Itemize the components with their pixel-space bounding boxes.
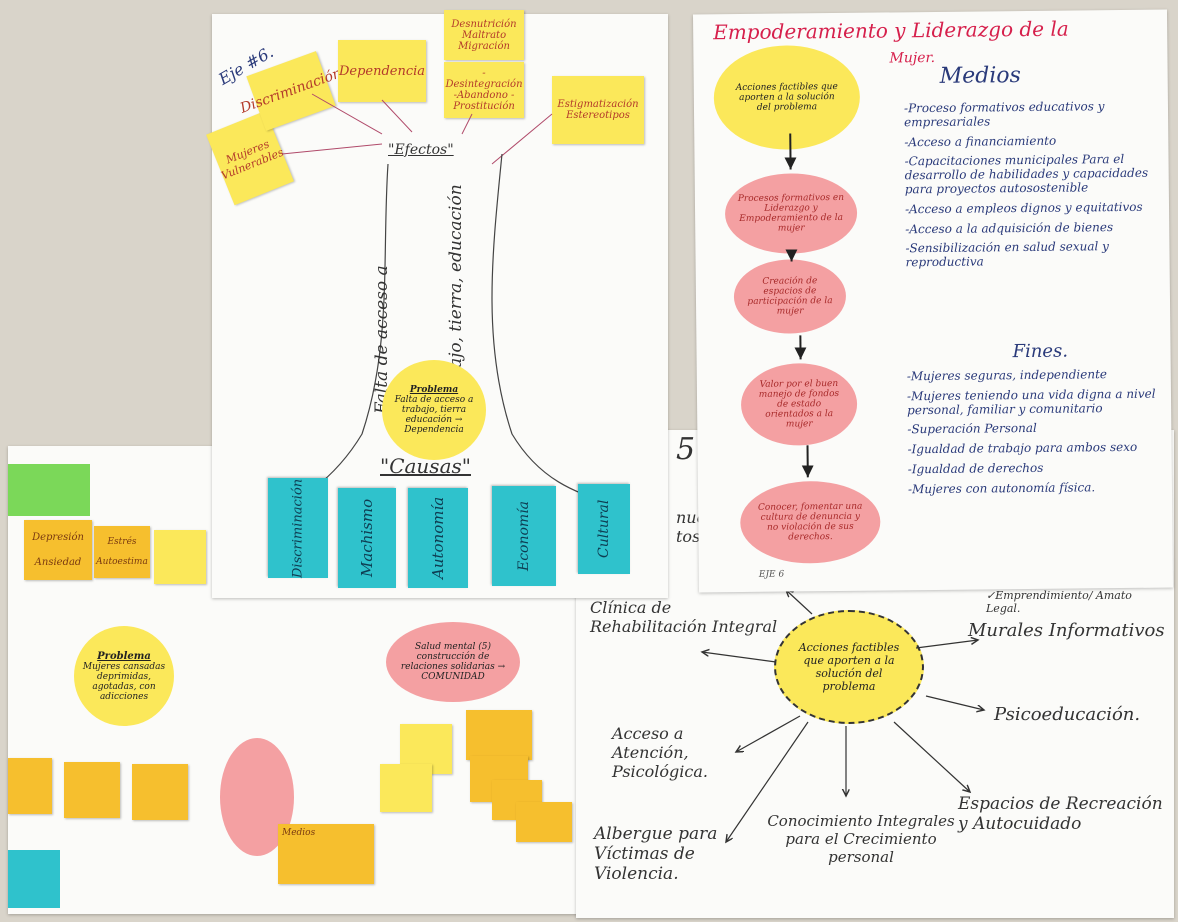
poster-title-cont: Mujer. <box>889 49 936 67</box>
empowerment-cloud: Acciones factibles que aporten a la solu… <box>713 44 861 151</box>
branch-albergue: Albergue para Víctimas de Violencia. <box>594 824 718 884</box>
sticky-note <box>8 758 52 814</box>
cyan-sticky-note <box>8 850 60 908</box>
flow-step-2: Creación de espacios de participación de… <box>733 258 847 335</box>
sticky-note <box>380 764 432 812</box>
salud-mental-bubble: Salud mental (5) construcción de relacio… <box>386 622 520 702</box>
tree-problem-bubble: Problema Falta de acceso a trabajo, tier… <box>382 360 486 460</box>
sticky-note <box>516 802 572 842</box>
medios-item: -Proceso formativos educativos y empresa… <box>903 99 1105 130</box>
fines-item: -Mujeres teniendo una vida digna a nivel… <box>906 386 1156 417</box>
fines-heading: Fines. <box>1012 340 1069 363</box>
cause-note-cultural: Cultural <box>578 484 630 574</box>
effect-note-desintegracion: -Desintegración -Abandono -Prostitución <box>444 62 524 118</box>
sticky-note <box>64 762 120 818</box>
fines-list: -Mujeres seguras, independiente -Mujeres… <box>906 367 1164 503</box>
branch-psicoeducacion: Psicoeducación. <box>994 704 1141 725</box>
sticky-note <box>132 764 188 820</box>
fines-item: -Igualdad de trabajo para ambos sexo <box>907 440 1138 457</box>
branch-clinica: Clínica de Rehabilitación Integral <box>590 598 778 636</box>
fines-item: -Superación Personal <box>907 421 1037 437</box>
effect-note-desnutricion: Desnutrición Maltrato Migración <box>444 10 524 60</box>
medios-item: -Acceso a la adquisición de bienes <box>905 219 1114 236</box>
branch-acceso-atencion: Acceso a Atención, Psicológica. <box>612 724 708 781</box>
branch-espacios: Espacios de Recreación y Autocuidado <box>958 794 1163 834</box>
medios-item: -Acceso a financiamiento <box>904 133 1057 149</box>
empowerment-poster: Empoderamiento y Liderazgo de la Mujer. … <box>692 9 1174 593</box>
cause-note-economia: Economía <box>492 486 556 586</box>
medios-heading: Medios <box>939 63 1021 89</box>
flow-step-4: Conocer, fomentar una cultura de denunci… <box>739 480 881 565</box>
causas-label: "Causas" <box>380 454 471 478</box>
branch-conocimiento: Conocimiento Integrales para el Crecimie… <box>767 812 955 866</box>
flow-step-1: Procesos formativos en Liderazgo y Empod… <box>724 172 858 255</box>
effect-note-estigmatizacion: Estigmatización Estereotipos <box>552 76 644 144</box>
sticky-note <box>154 530 206 584</box>
medios-item: -Capacitaciones municipales Para el desa… <box>904 152 1149 197</box>
fines-item: -Mujeres seguras, independiente <box>906 367 1108 384</box>
fines-item: -Igualdad de derechos <box>907 460 1044 477</box>
medios-item: -Sensibilización en salud sexual y repro… <box>905 239 1109 270</box>
fines-item: -Mujeres con autonomía física. <box>907 480 1096 497</box>
green-sticky-note <box>8 464 90 516</box>
branch-murales: Murales Informativos <box>968 620 1165 641</box>
left-problem-bubble: Problema Mujeres cansadas deprimidas, ag… <box>74 626 174 726</box>
efectos-label: "Efectos" <box>388 142 454 158</box>
poster-footer: EJE 6 <box>758 569 785 580</box>
cause-note-autonomia: Autonomía <box>408 488 468 588</box>
sticky-note <box>466 710 532 760</box>
tree-poster: Eje #6. Mujeres Vulnerables Discriminaci… <box>206 10 668 598</box>
sticky-note-medios: Medios <box>278 824 374 884</box>
poster-title: Empoderamiento y Liderazgo de la <box>713 16 1069 45</box>
flow-step-3: Valor por el buen manejo de fondos de es… <box>740 362 858 447</box>
mindmap-center-cloud: Acciones factibles que aporten a la solu… <box>774 610 924 724</box>
effect-note-dependencia: Dependencia <box>338 40 426 102</box>
cause-note-discriminacion: Discriminación <box>268 478 328 578</box>
medios-list: -Proceso formativos educativos y empresa… <box>903 99 1158 277</box>
medios-item: -Acceso a empleos dignos y equitativos <box>904 199 1143 217</box>
cause-note-machismo: Machismo <box>338 488 396 588</box>
